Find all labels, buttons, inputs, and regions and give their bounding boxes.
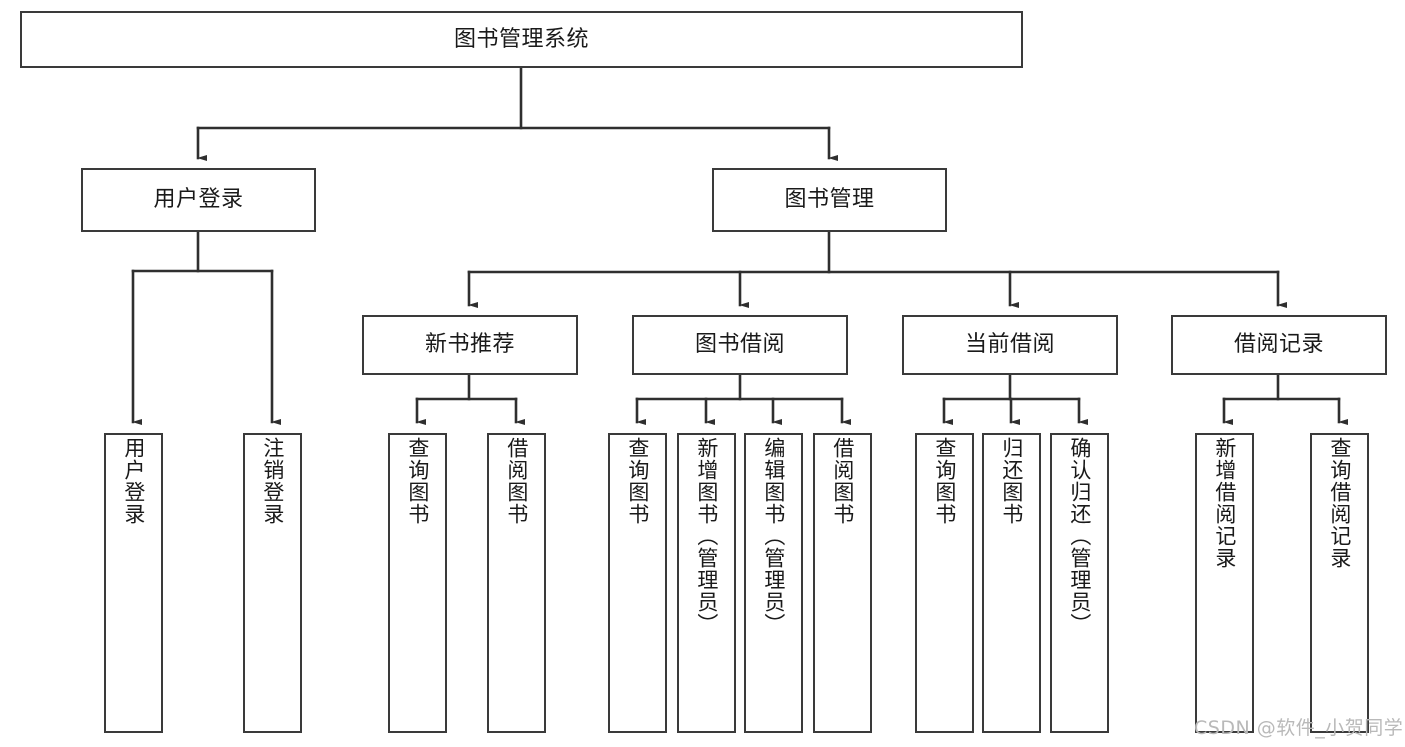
node-label: 查询图书 <box>405 437 430 525</box>
node-label: 图书借阅 <box>694 332 785 358</box>
node-leaf-user-login[interactable]: 用户登录 <box>104 433 163 733</box>
node-label: 图书管理系统 <box>453 26 589 52</box>
node-label: 图书管理 <box>784 187 875 213</box>
node-leaf-edit-book-admin[interactable]: 编辑图书（管理员） <box>744 433 803 733</box>
node-label: 归还图书 <box>999 437 1024 525</box>
node-label: 确认归还（管理员） <box>1067 437 1092 635</box>
node-leaf-return-books[interactable]: 归还图书 <box>982 433 1041 733</box>
node-leaf-add-borrow-record[interactable]: 新增借阅记录 <box>1195 433 1254 733</box>
node-label: 用户登录 <box>121 437 146 525</box>
node-leaf-borrow-books[interactable]: 借阅图书 <box>813 433 872 733</box>
csdn-watermark: CSDN @软件_小贺同学 <box>1194 717 1404 739</box>
node-leaf-query-books-borrow[interactable]: 查询图书 <box>608 433 667 733</box>
node-leaf-add-book-admin[interactable]: 新增图书（管理员） <box>677 433 736 733</box>
node-leaf-confirm-return-admin[interactable]: 确认归还（管理员） <box>1050 433 1109 733</box>
node-label: 编辑图书（管理员） <box>761 437 786 635</box>
node-label: 新书推荐 <box>424 332 515 358</box>
node-label: 新增图书（管理员） <box>694 437 719 635</box>
node-label: 借阅记录 <box>1233 332 1324 358</box>
node-root-book-management-system[interactable]: 图书管理系统 <box>20 11 1023 68</box>
node-label: 借阅图书 <box>504 437 529 525</box>
node-new-book-recommendation[interactable]: 新书推荐 <box>362 315 578 375</box>
node-leaf-query-books-current[interactable]: 查询图书 <box>915 433 974 733</box>
node-user-login[interactable]: 用户登录 <box>81 168 316 232</box>
node-book-borrowing[interactable]: 图书借阅 <box>632 315 848 375</box>
node-leaf-logout[interactable]: 注销登录 <box>243 433 302 733</box>
node-leaf-query-borrow-record[interactable]: 查询借阅记录 <box>1310 433 1369 733</box>
node-leaf-borrow-books-new[interactable]: 借阅图书 <box>487 433 546 733</box>
node-label: 查询借阅记录 <box>1327 437 1352 569</box>
node-label: 查询图书 <box>932 437 957 525</box>
node-label: 新增借阅记录 <box>1212 437 1237 569</box>
node-label: 当前借阅 <box>964 332 1055 358</box>
node-label: 借阅图书 <box>830 437 855 525</box>
node-borrowing-records[interactable]: 借阅记录 <box>1171 315 1387 375</box>
node-book-management[interactable]: 图书管理 <box>712 168 947 232</box>
node-leaf-query-books-new[interactable]: 查询图书 <box>388 433 447 733</box>
node-current-borrowing[interactable]: 当前借阅 <box>902 315 1118 375</box>
node-label: 注销登录 <box>260 437 285 525</box>
node-label: 查询图书 <box>625 437 650 525</box>
node-label: 用户登录 <box>153 187 244 213</box>
